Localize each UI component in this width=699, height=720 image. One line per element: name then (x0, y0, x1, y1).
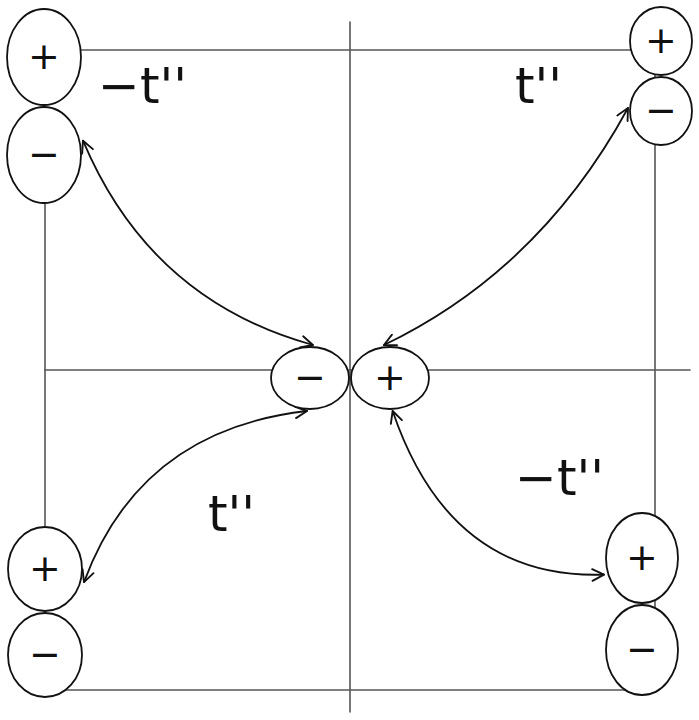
orbital-lobe (606, 513, 678, 603)
orbital-lobe (630, 77, 692, 145)
phase-sign: − (626, 630, 658, 668)
phase-sign: + (645, 21, 677, 59)
orbital-lobe (8, 527, 82, 611)
orbital-lobe (7, 107, 81, 203)
phase-sign: − (28, 135, 60, 173)
orbital-lobe (8, 613, 82, 697)
hopping-label: t'' (512, 60, 565, 113)
p-orbital: +− (604, 512, 680, 696)
orbital-lobes (270, 345, 430, 411)
hopping-arrow (84, 411, 307, 582)
phase-sign: − (294, 358, 326, 396)
phase-sign: − (29, 635, 61, 673)
lattice-line (349, 22, 351, 712)
phase-sign: + (29, 549, 61, 587)
orbital-lobe (606, 605, 678, 695)
hopping-label: t'' (205, 488, 258, 541)
hopping-arrow (384, 108, 628, 345)
orbital-lobe (7, 9, 81, 105)
hopping-label: −t'' (512, 452, 607, 505)
hopping-arrow (83, 141, 313, 345)
phase-sign: + (374, 358, 406, 396)
orbital-lobe (630, 7, 692, 75)
orbital-lobe (271, 347, 349, 409)
p-orbital: +− (628, 6, 694, 146)
phase-sign: + (28, 37, 60, 75)
p-orbital: −+ (270, 345, 430, 411)
hopping-label: −t'' (95, 60, 190, 113)
phase-sign: − (645, 91, 677, 129)
orbital-lobe (351, 347, 429, 409)
p-orbital: +− (5, 8, 83, 204)
phase-sign: + (626, 538, 658, 576)
p-orbital: +− (6, 526, 84, 698)
